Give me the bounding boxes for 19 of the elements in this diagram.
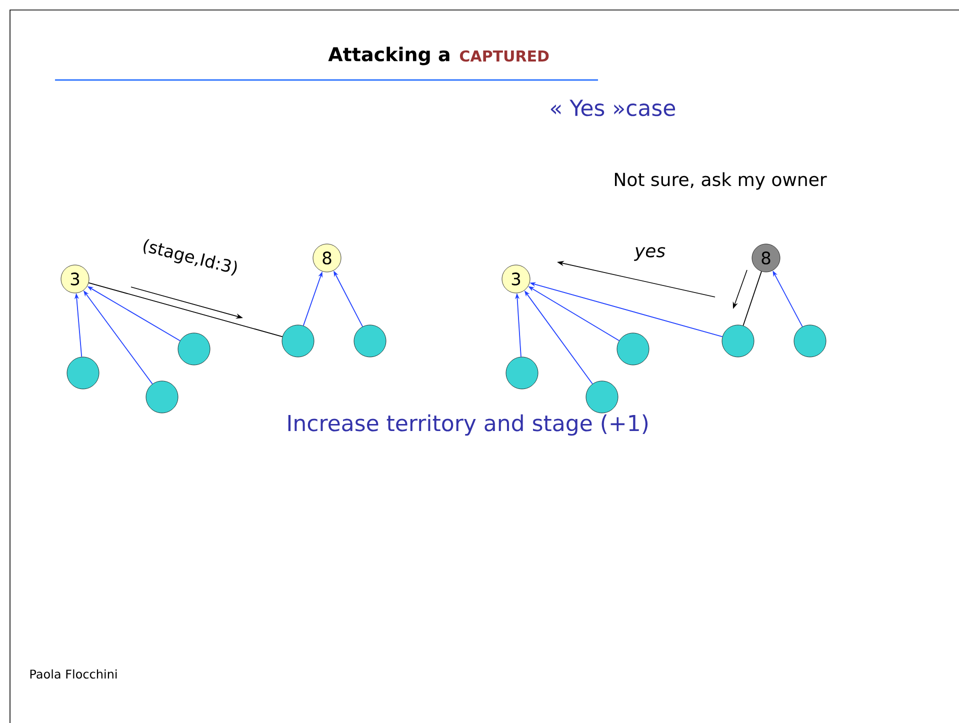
node-circle	[616, 332, 650, 366]
caption-text: Increase territory and stage (+1)	[288, 414, 648, 436]
node-circle	[66, 356, 100, 390]
author-name: Paola Flocchini	[30, 669, 117, 679]
title: Attacking a	[328, 46, 450, 66]
note-text: Not sure, ask my owner	[614, 172, 827, 190]
node-circle	[146, 380, 178, 414]
subtitle: « Yes »case	[550, 100, 676, 116]
message-label: yes	[634, 247, 666, 261]
title-word: CAPTURED	[460, 50, 549, 62]
node-circle	[282, 324, 314, 358]
node-circle	[722, 324, 754, 358]
node-circle	[178, 332, 210, 366]
node-circle	[794, 324, 826, 358]
node-circle	[506, 356, 538, 390]
node-circle	[586, 380, 618, 414]
node-circle	[354, 324, 386, 358]
connector-line	[88, 282, 283, 338]
connector-line	[742, 271, 762, 326]
